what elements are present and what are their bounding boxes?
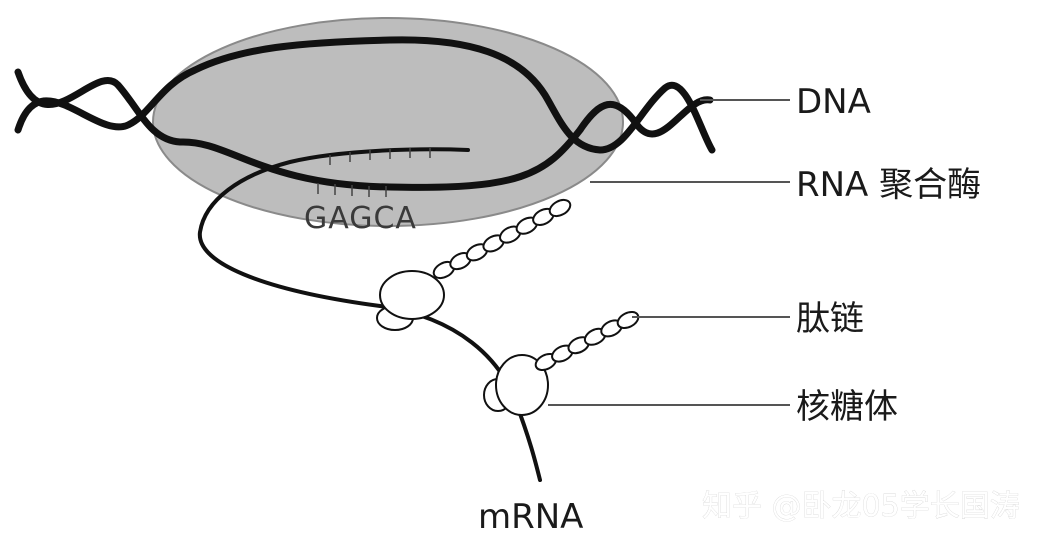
label-sequence: GAGCA [304, 201, 417, 236]
peptide-chain-lower [534, 311, 640, 371]
template-ticks [317, 183, 387, 197]
watermark: 知乎 @卧龙05学长国涛 [702, 489, 1020, 524]
dna-strand-2 [14, 36, 716, 154]
amino-acid-bead [548, 198, 572, 218]
mrna-ticks [329, 148, 431, 165]
rna-polymerase-shape [152, 17, 624, 227]
label-mrna: mRNA [478, 497, 583, 537]
label-rna-polymerase: RNA 聚合酶 [796, 165, 981, 205]
ribosome-lower [483, 354, 549, 416]
label-ribosome: 核糖体 [796, 387, 898, 427]
label-peptide: 肽链 [796, 299, 864, 339]
label-dna: DNA [796, 82, 871, 122]
peptide-chain-upper [432, 198, 572, 280]
leader-lines [548, 99, 790, 406]
ribosome-upper [376, 270, 445, 331]
